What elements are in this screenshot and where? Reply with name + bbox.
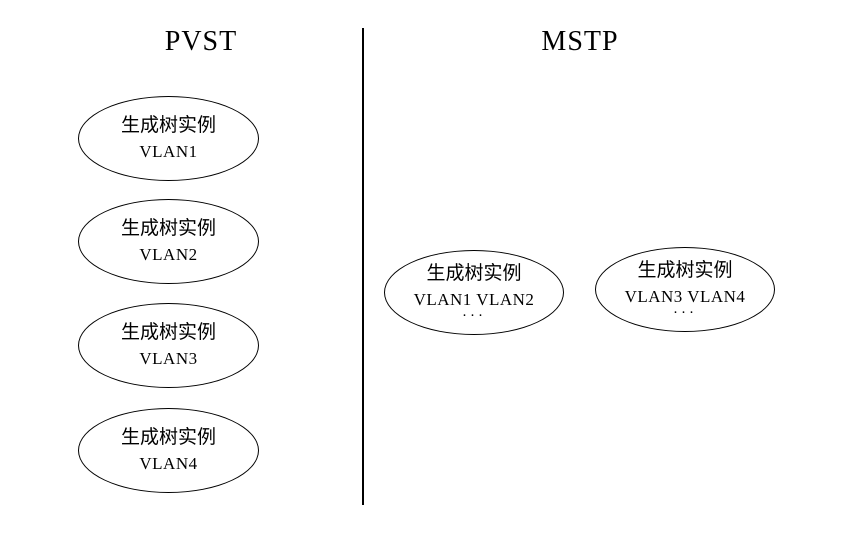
instance-label: 生成树实例 <box>120 217 216 239</box>
instance-vlans: VLAN1 <box>139 141 198 161</box>
pvst-instance-ellipse-vlan4: 生成树实例 VLAN4 <box>78 408 259 493</box>
instance-vlans: VLAN2 <box>139 244 198 264</box>
instance-vlans: VLAN3 <box>139 348 198 368</box>
mstp-title: MSTP <box>541 26 619 57</box>
pvst-instance-ellipse-vlan3: 生成树实例 VLAN3 <box>78 303 259 388</box>
ellipsis-dots: ··· <box>673 305 697 322</box>
instance-label: 生成树实例 <box>120 114 216 136</box>
divider-line <box>362 28 364 505</box>
mstp-instance-ellipse-vlan3-4: 生成树实例 VLAN3 VLAN4 ··· <box>595 247 775 332</box>
pvst-instance-ellipse-vlan1: 生成树实例 VLAN1 <box>78 96 259 181</box>
mstp-instance-ellipse-vlan1-2: 生成树实例 VLAN1 VLAN2 ··· <box>384 250 564 335</box>
instance-label: 生成树实例 <box>426 263 522 285</box>
instance-label: 生成树实例 <box>120 426 216 448</box>
pvst-title: PVST <box>164 26 238 57</box>
instance-vlans: VLAN3 VLAN4 <box>624 286 746 306</box>
instance-vlans: VLAN1 VLAN2 <box>413 289 535 309</box>
ellipsis-dots: ··· <box>462 308 486 325</box>
instance-label: 生成树实例 <box>637 260 733 282</box>
instance-vlans: VLAN4 <box>139 453 198 473</box>
pvst-instance-ellipse-vlan2: 生成树实例 VLAN2 <box>78 199 259 284</box>
instance-label: 生成树实例 <box>120 321 216 343</box>
